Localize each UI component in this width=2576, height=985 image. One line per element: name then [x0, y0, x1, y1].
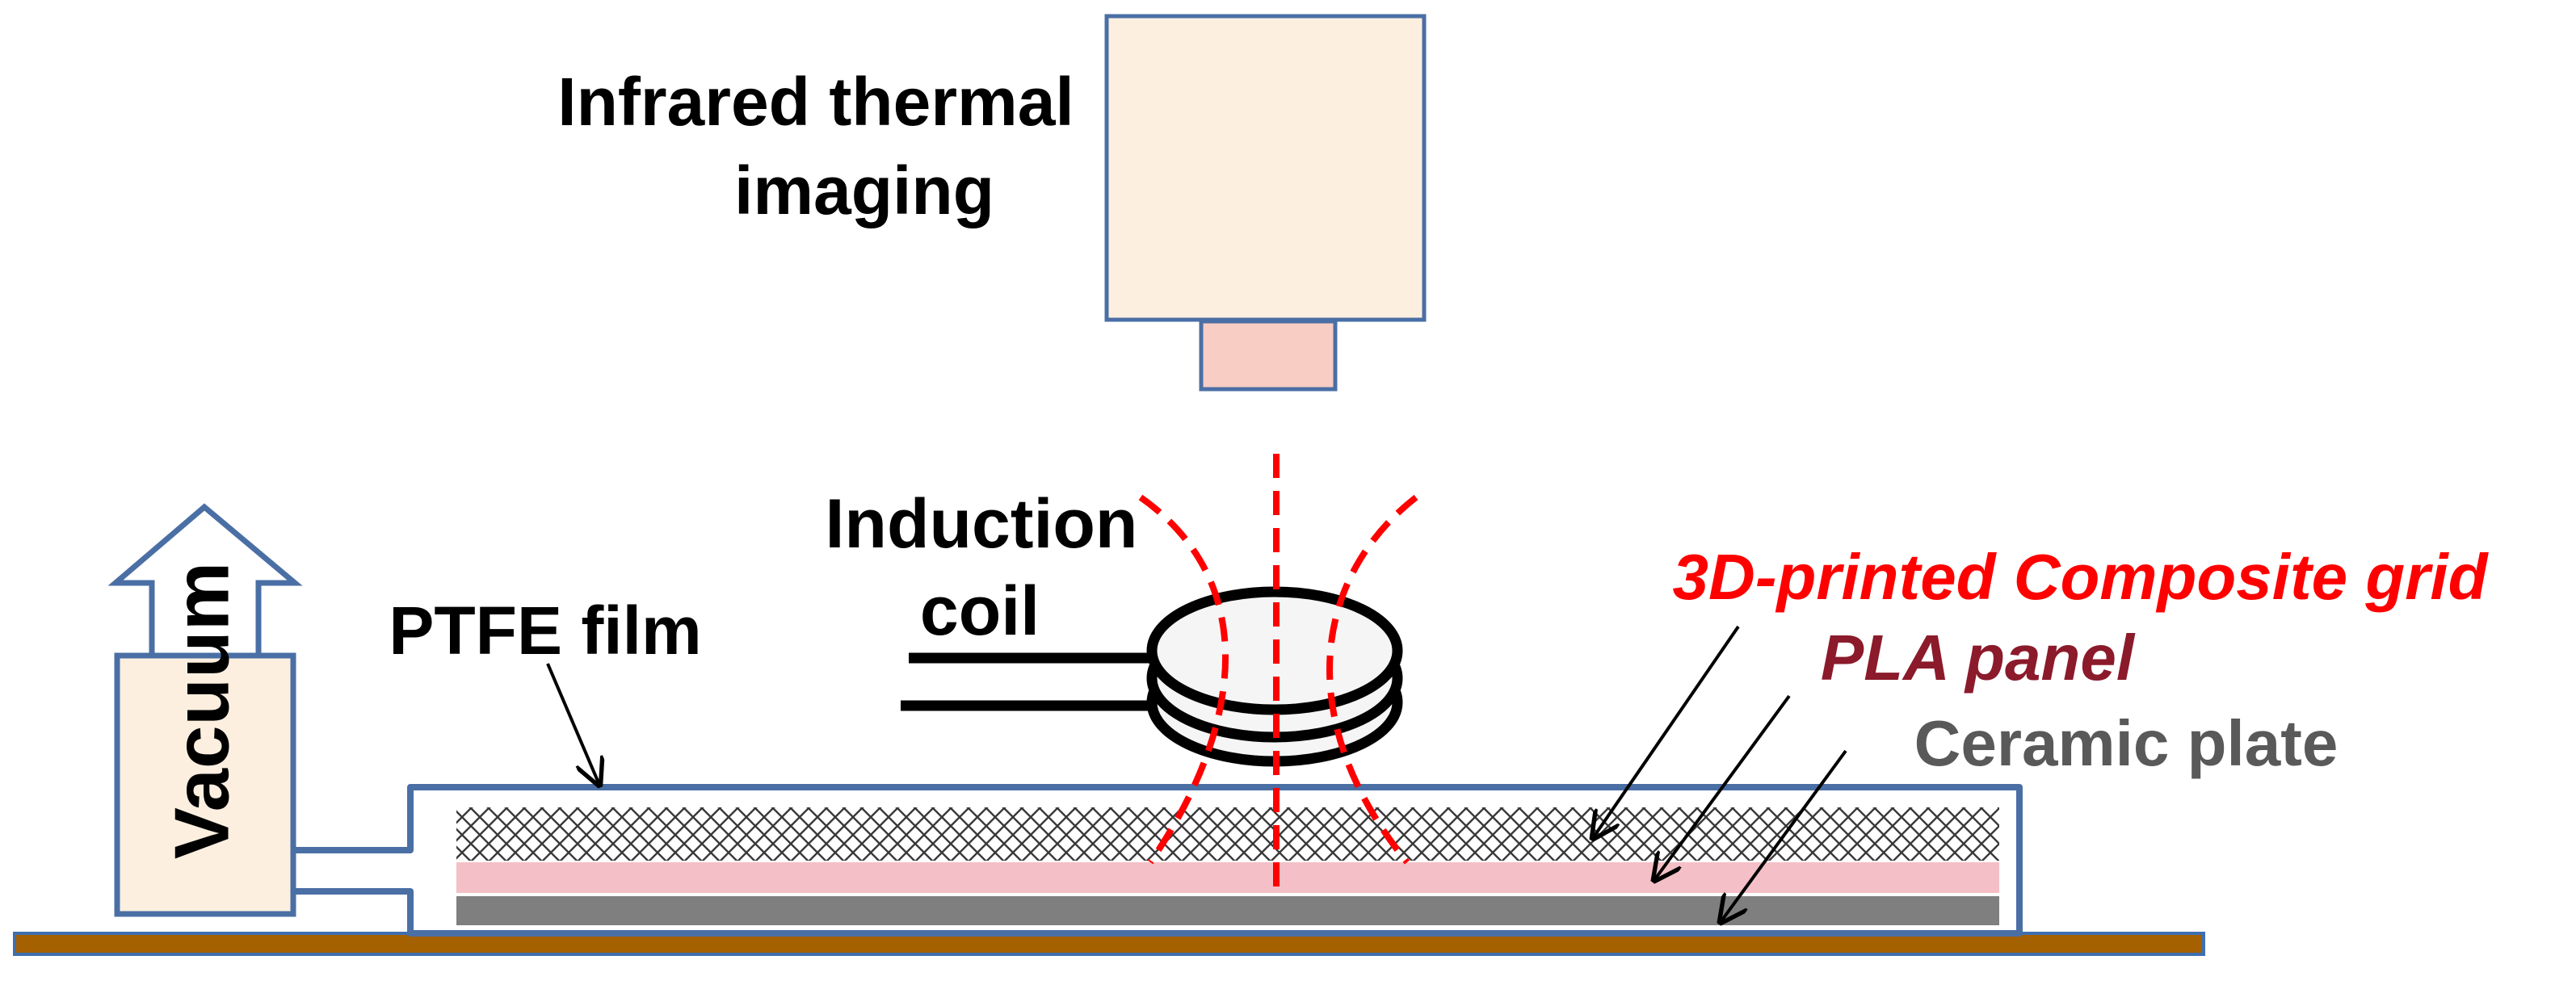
base-bar [13, 932, 2205, 956]
pla-panel-label: PLA panel [1821, 622, 2136, 694]
vacuum-label: Vacuum [159, 562, 246, 859]
pla-panel-pointer [1654, 694, 1791, 880]
composite-grid-pointer [1593, 625, 1740, 838]
field-line-left [1138, 494, 1229, 865]
ptfe-film-bag [293, 784, 2023, 937]
ptfe-film-pointer [546, 663, 599, 785]
thermal-camera-lens [1199, 319, 1338, 392]
vacuum-box [114, 652, 296, 917]
field-line-right [1326, 494, 1418, 865]
composite-grid-label: 3D-printed Composite grid [1673, 541, 2490, 613]
composite-grid-layer [456, 807, 1999, 861]
pla-panel-layer [456, 862, 1999, 893]
coil-label-line2: coil [920, 572, 1040, 650]
ceramic-plate-pointer [1721, 749, 1847, 922]
ptfe-film-label: PTFE film [389, 593, 701, 669]
coil-label-line1: Induction [826, 485, 1138, 563]
vacuum-pipe-inner [293, 862, 408, 882]
ceramic-plate-label: Ceramic plate [1914, 707, 2339, 779]
camera-label-line1: Infrared thermal [557, 64, 1074, 140]
ceramic-plate-layer [456, 896, 1999, 925]
thermal-camera-body [1104, 14, 1427, 322]
camera-label-line2: imaging [734, 153, 994, 228]
